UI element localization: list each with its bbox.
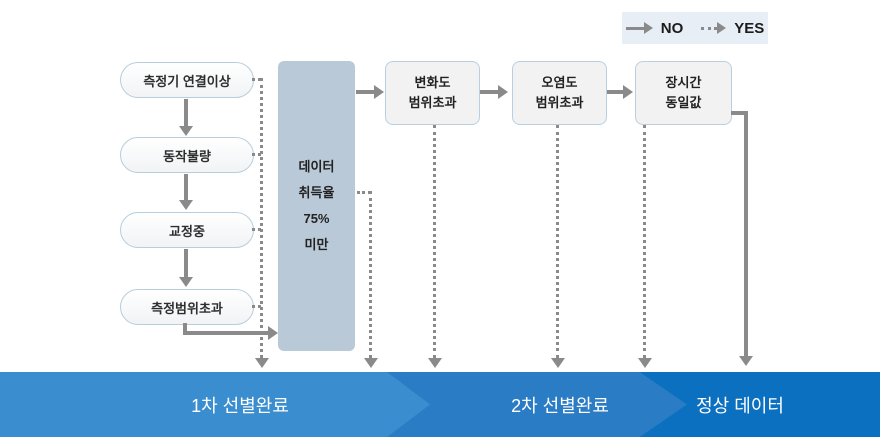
arrowhead-down-icon xyxy=(179,277,193,287)
arrowhead-down-icon xyxy=(551,358,565,368)
connector-left-3 xyxy=(184,249,188,277)
connector-left-1 xyxy=(184,99,188,126)
yes-rail-left xyxy=(260,78,263,358)
arrowhead-down-icon xyxy=(255,358,269,368)
yes-stub-2 xyxy=(252,153,261,156)
result-banner: 1차 선별완료 2차 선별완료 정상 데이터 xyxy=(0,372,880,437)
connector-r3-elbow-h xyxy=(731,111,748,115)
node-label: 측정기 연결이상 xyxy=(143,73,231,89)
legend-yes-label: YES xyxy=(734,19,765,37)
connector-no-elbow-h xyxy=(183,331,268,335)
connector-center-r1 xyxy=(356,90,376,94)
arrowhead-down-icon xyxy=(428,358,442,368)
flow-node-contamination: 오염도 범위초과 xyxy=(512,61,607,125)
node-label: 측정범위초과 xyxy=(151,300,223,316)
arrowhead-right-icon xyxy=(623,85,633,99)
connector-r3-elbow-v xyxy=(744,111,748,356)
dotted-arrow-icon xyxy=(701,22,727,34)
yes-stub-3 xyxy=(252,228,261,231)
banner-label-normal: 정상 데이터 xyxy=(696,395,784,416)
yes-drop-r1 xyxy=(433,125,436,358)
yes-stub-1 xyxy=(252,78,261,81)
yes-center-h xyxy=(357,191,371,194)
arrowhead-right-icon xyxy=(268,326,278,340)
yes-drop-r2 xyxy=(556,125,559,358)
arrowhead-down-icon xyxy=(739,356,753,366)
banner-stage-first-screening xyxy=(0,372,430,437)
connector-r1-r2 xyxy=(480,90,500,94)
arrowhead-down-icon xyxy=(638,358,652,368)
flow-node-constant-value: 장시간 동일값 xyxy=(635,61,732,125)
arrowhead-right-icon xyxy=(498,85,508,99)
node-label: 장시간 동일값 xyxy=(665,75,702,110)
node-label: 데이터 취득율 75% 미만 xyxy=(298,159,335,252)
connector-no-elbow-v xyxy=(183,323,187,333)
connector-r2-r3 xyxy=(607,90,625,94)
legend: NO YES xyxy=(622,12,768,44)
arrowhead-down-icon xyxy=(364,358,378,368)
banner-label-first: 1차 선별완료 xyxy=(191,395,289,416)
yes-stub-4 xyxy=(252,305,261,308)
legend-no-label: NO xyxy=(660,19,684,37)
banner-label-second: 2차 선별완료 xyxy=(511,395,609,416)
flow-node-range-exceeded: 측정범위초과 xyxy=(120,289,254,325)
arrowhead-right-icon xyxy=(374,85,384,99)
flow-node-data-acquisition: 데이터 취득율 75% 미만 xyxy=(278,61,355,351)
node-label: 변화도 범위초과 xyxy=(408,75,457,110)
solid-arrow-icon xyxy=(625,22,653,34)
yes-drop-r3 xyxy=(643,125,646,358)
flow-node-malfunction: 동작불량 xyxy=(120,137,254,173)
arrowhead-down-icon xyxy=(179,200,193,210)
flow-node-calibrating: 교정중 xyxy=(120,212,254,248)
connector-left-2 xyxy=(184,174,188,200)
node-label: 오염도 범위초과 xyxy=(535,75,584,110)
flow-node-connection-error: 측정기 연결이상 xyxy=(120,62,254,98)
flow-node-change-rate: 변화도 범위초과 xyxy=(385,61,480,125)
node-label: 교정중 xyxy=(169,223,205,239)
arrowhead-down-icon xyxy=(179,126,193,136)
yes-center-v xyxy=(369,191,372,358)
node-label: 동작불량 xyxy=(163,148,211,164)
